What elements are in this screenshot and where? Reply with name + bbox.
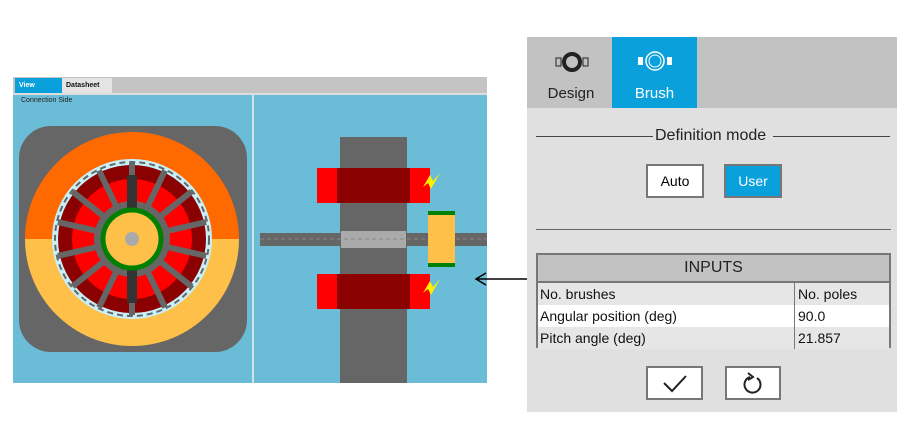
- panel-tab-bar: Design Brush: [527, 37, 897, 108]
- rotor-front-view: [19, 126, 247, 352]
- table-row: Angular position (deg)90.0: [538, 305, 889, 327]
- user-button[interactable]: User: [724, 164, 782, 198]
- auto-button[interactable]: Auto: [646, 164, 704, 198]
- spark-icon: [423, 279, 440, 295]
- tab-brush[interactable]: Brush: [612, 37, 697, 108]
- viewer-tab-bar: View Datasheet: [13, 77, 487, 95]
- brush-shape: [428, 213, 455, 265]
- design-icon: [555, 52, 589, 72]
- row-label: Pitch angle (deg): [538, 327, 795, 349]
- motor-viewer: View Datasheet Connection Side: [13, 77, 487, 383]
- check-icon: [663, 375, 687, 393]
- row-label: Angular position (deg): [538, 305, 795, 327]
- reset-icon: [743, 372, 762, 394]
- tab-design-label: Design: [547, 85, 595, 102]
- row-value[interactable]: 90.0: [798, 308, 826, 324]
- row-label: No. brushes: [538, 283, 795, 305]
- brush-settings-panel: Design Brush Definition mode Auto User I…: [527, 37, 897, 412]
- table-row: Pitch angle (deg)21.857: [538, 327, 889, 349]
- brush-icon: [638, 51, 672, 71]
- reset-button[interactable]: [725, 366, 781, 400]
- view-divider: [252, 95, 254, 383]
- definition-mode-label: Definition mode: [655, 127, 767, 144]
- rotor-side-view: [260, 137, 487, 383]
- tab-view[interactable]: View: [15, 78, 62, 93]
- row-value[interactable]: No. poles: [798, 286, 858, 302]
- view-label: Connection Side: [21, 97, 73, 104]
- tab-brush-label: Brush: [634, 85, 675, 102]
- tab-datasheet[interactable]: Datasheet: [62, 78, 112, 93]
- spark-icon: [423, 173, 440, 189]
- apply-button[interactable]: [646, 366, 703, 400]
- row-value[interactable]: 21.857: [798, 330, 841, 346]
- tab-design[interactable]: Design: [530, 37, 612, 108]
- inputs-header: INPUTS: [538, 255, 889, 283]
- motor-drawing: [19, 126, 487, 383]
